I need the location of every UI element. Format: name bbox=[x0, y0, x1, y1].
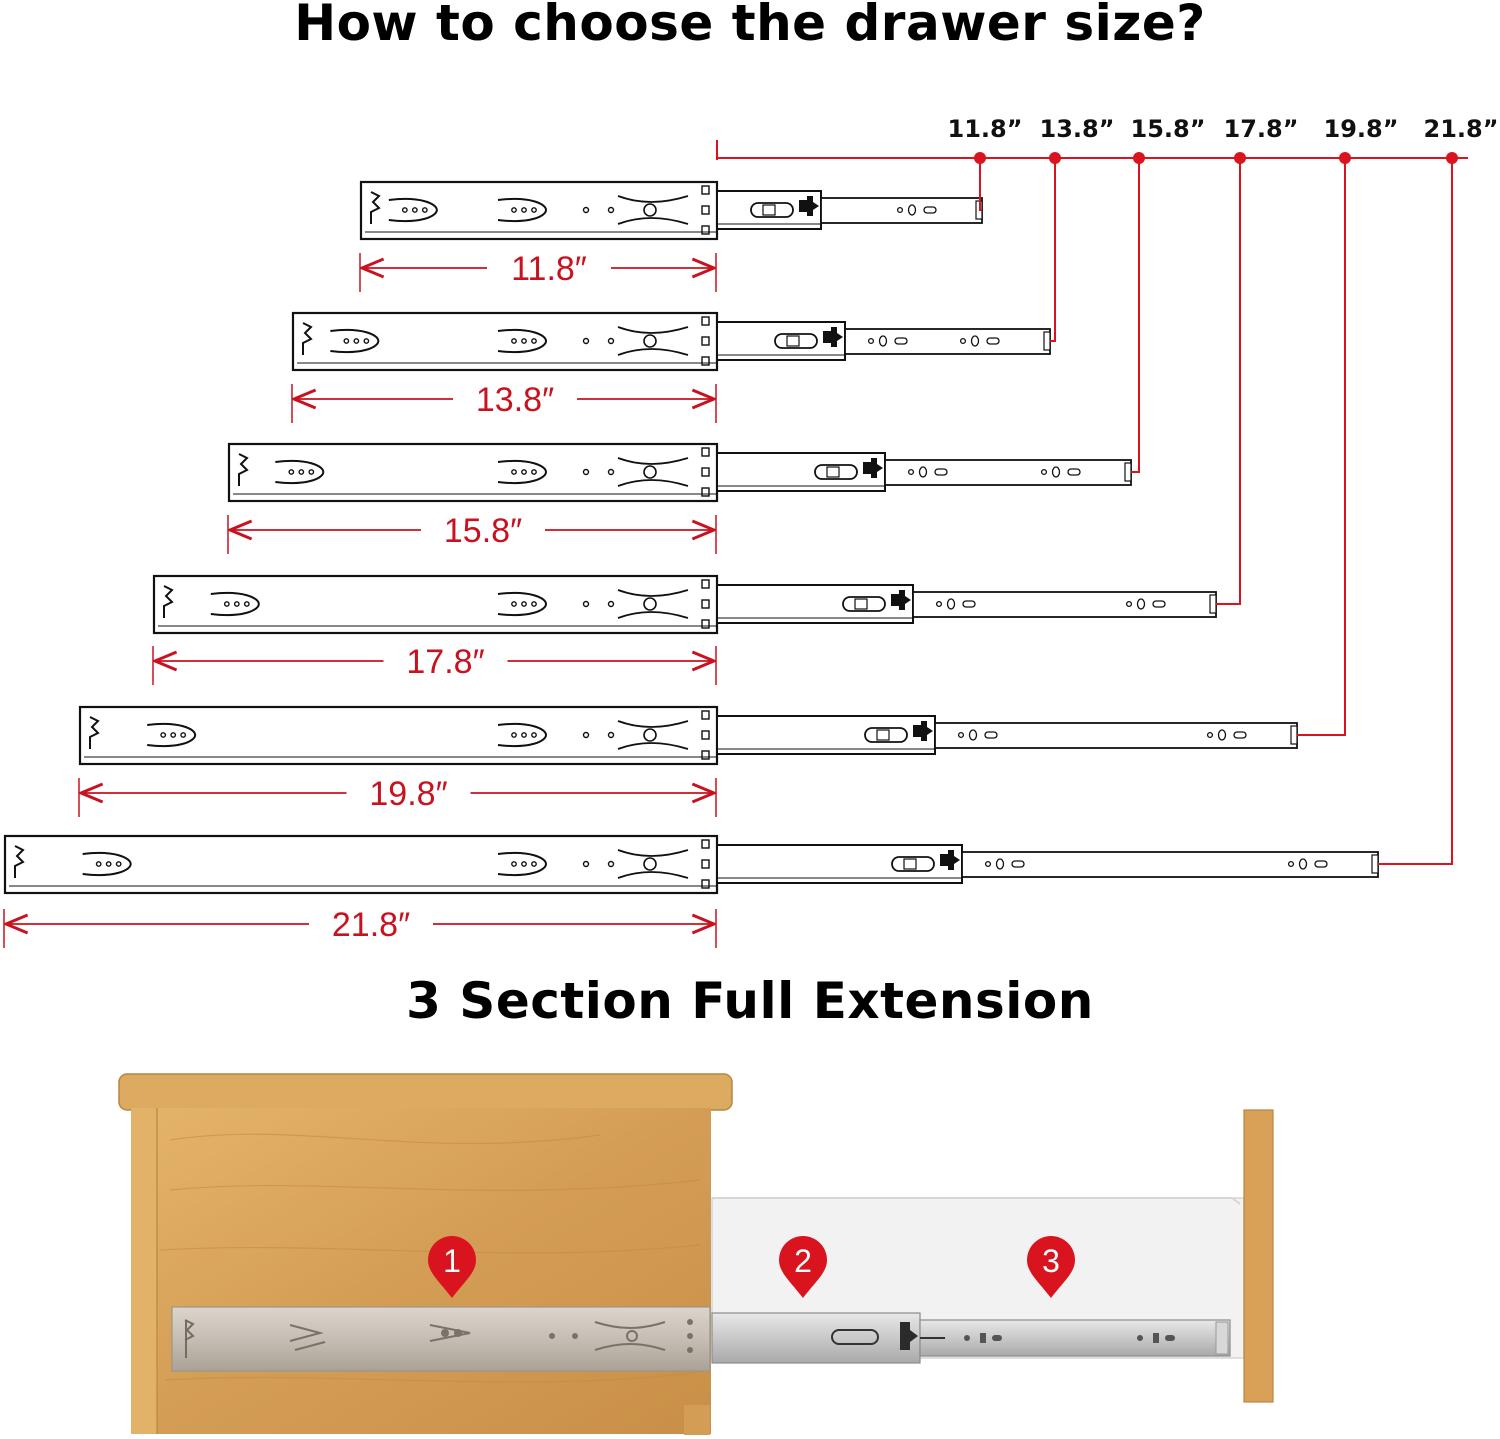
extension-connector bbox=[1297, 158, 1346, 736]
dimension-2: 13.8″ bbox=[291, 381, 717, 423]
extension-label: 13.8” bbox=[1040, 115, 1115, 143]
extension-connector bbox=[1131, 158, 1140, 473]
slide-6: 21.8″ bbox=[3, 152, 1458, 948]
extension-connector bbox=[1378, 158, 1453, 865]
dimension-label: 13.8″ bbox=[476, 381, 554, 419]
cabinet-foot bbox=[684, 1405, 710, 1435]
dimension-label: 21.8″ bbox=[332, 906, 410, 944]
slide-3: 15.8″ bbox=[227, 152, 1145, 554]
outer-member bbox=[3, 834, 719, 895]
extension-connector bbox=[979, 158, 982, 211]
extension-marker bbox=[1446, 152, 1458, 164]
cabinet-left-side bbox=[131, 1108, 157, 1434]
section-number: 1 bbox=[443, 1243, 461, 1279]
slide-1: 11.8″ bbox=[359, 152, 986, 292]
slide-section-2 bbox=[711, 1312, 921, 1364]
dimension-1: 11.8″ bbox=[359, 250, 717, 292]
section-number: 2 bbox=[794, 1243, 812, 1279]
intermediate-member bbox=[716, 715, 936, 755]
inner-member bbox=[934, 722, 1298, 749]
drawer-front bbox=[1243, 1109, 1274, 1403]
pin-icon bbox=[779, 1236, 827, 1298]
slide-4: 17.8″ bbox=[152, 152, 1246, 685]
extension-label: 17.8” bbox=[1224, 115, 1299, 143]
section-3-marker: 3 bbox=[1027, 1236, 1075, 1298]
pin-icon bbox=[428, 1236, 476, 1298]
outer-member bbox=[78, 705, 719, 766]
intermediate-member bbox=[716, 452, 886, 492]
outer-member bbox=[359, 180, 719, 241]
extension-marker bbox=[1133, 152, 1145, 164]
dimension-label: 15.8″ bbox=[444, 512, 522, 550]
inner-member bbox=[844, 328, 1051, 355]
extension-connector bbox=[1050, 158, 1056, 342]
extension-label: 11.8” bbox=[948, 115, 1023, 143]
dimension-label: 11.8″ bbox=[511, 250, 587, 288]
extension-label: 15.8” bbox=[1131, 115, 1206, 143]
extension-label: 21.8” bbox=[1424, 115, 1499, 143]
dimension-5: 19.8″ bbox=[78, 775, 717, 817]
extension-connector bbox=[1216, 158, 1241, 605]
drawer-illustration: 1 2 3 bbox=[118, 1073, 1274, 1435]
section-title: 3 Section Full Extension bbox=[406, 972, 1094, 1030]
dimension-label: 17.8″ bbox=[406, 643, 484, 681]
section-2-marker: 2 bbox=[779, 1236, 827, 1298]
extension-marker bbox=[1339, 152, 1351, 164]
extension-marker bbox=[1234, 152, 1246, 164]
dimension-3: 15.8″ bbox=[227, 512, 717, 554]
outer-member bbox=[152, 574, 719, 635]
intermediate-member bbox=[716, 844, 963, 884]
dimension-4: 17.8″ bbox=[152, 643, 717, 685]
pin-icon bbox=[1027, 1236, 1075, 1298]
cabinet-top bbox=[118, 1073, 733, 1111]
dimension-label: 19.8″ bbox=[369, 775, 447, 813]
slide-5: 19.8″ bbox=[78, 152, 1351, 817]
section-number: 3 bbox=[1042, 1243, 1060, 1279]
page-title: How to choose the drawer size? bbox=[294, 0, 1206, 52]
extension-marker bbox=[1049, 152, 1061, 164]
intermediate-member bbox=[716, 584, 914, 624]
slide-2: 13.8″ bbox=[291, 152, 1061, 423]
inner-member bbox=[961, 851, 1379, 878]
extension-marker bbox=[974, 152, 986, 164]
section-1-marker: 1 bbox=[428, 1236, 476, 1298]
inner-member bbox=[820, 197, 983, 224]
outer-member bbox=[291, 311, 719, 372]
dimension-6: 21.8″ bbox=[3, 906, 717, 948]
cabinet-body bbox=[131, 1108, 711, 1434]
inner-member bbox=[912, 591, 1217, 618]
inner-member bbox=[884, 459, 1132, 486]
extension-label: 19.8” bbox=[1324, 115, 1399, 143]
